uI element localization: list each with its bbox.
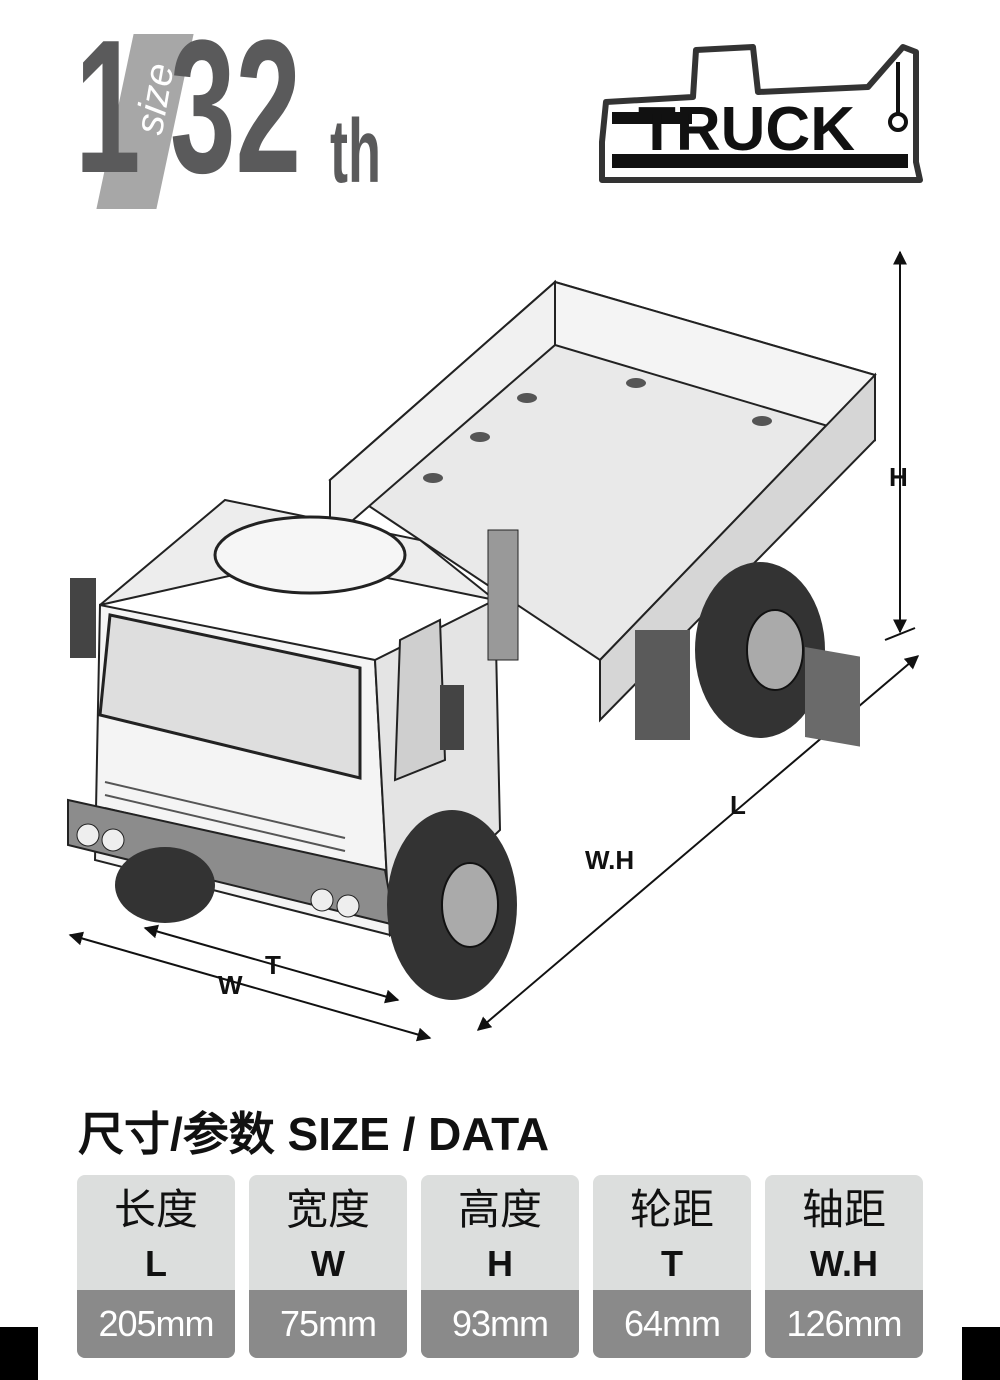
corner-block-left	[0, 1327, 38, 1380]
spec-name: 长度	[113, 1186, 198, 1233]
spec-value: 64mm	[593, 1290, 751, 1358]
corner-block-right	[962, 1327, 1000, 1380]
spec-name: 轮距	[629, 1186, 714, 1233]
length-dimension-label: L	[730, 790, 746, 820]
width-dimension-label: W	[218, 970, 243, 1000]
spec-code: W.H	[810, 1243, 878, 1284]
scale-denominator: 32	[170, 1, 302, 213]
spec-name: 高度	[457, 1186, 542, 1233]
track-dimension-label: T	[265, 950, 281, 980]
spec-card-wheelbase: 轴距 W.H 126mm	[765, 1175, 923, 1358]
scale-suffix: th	[330, 102, 381, 202]
height-dimension-label: H	[889, 462, 908, 492]
spec-card-width: 宽度 W 75mm	[249, 1175, 407, 1358]
spec-value: 126mm	[765, 1290, 923, 1358]
spec-value: 205mm	[77, 1290, 235, 1358]
scale-badge: 1 size 32 th	[75, 1, 415, 213]
spec-code: H	[487, 1243, 513, 1284]
specs-title: 尺寸/参数 SIZE / DATA	[78, 1108, 550, 1160]
spec-name: 轴距	[801, 1186, 886, 1233]
spec-card-height: 高度 H 93mm	[421, 1175, 579, 1358]
truck-illustration	[67, 250, 920, 1042]
spec-name: 宽度	[285, 1186, 370, 1233]
spec-code: L	[145, 1243, 167, 1284]
spec-code: W	[311, 1243, 345, 1284]
spec-card-length: 长度 L 205mm	[77, 1175, 235, 1358]
spec-value: 75mm	[249, 1290, 407, 1358]
logo-text: TRUCK	[638, 95, 855, 164]
wheelbase-dimension-label: W.H	[585, 845, 635, 875]
truck-logo: TRUCK	[599, 44, 923, 183]
spec-card-track: 轮距 T 64mm	[593, 1175, 751, 1358]
spec-value: 93mm	[421, 1290, 579, 1358]
spec-code: T	[661, 1243, 683, 1284]
scale-number: 1	[75, 1, 140, 213]
spec-cards: 长度 L 205mm 宽度 W 75mm 高度 H 93mm 轮距 T 64mm…	[77, 1175, 923, 1358]
